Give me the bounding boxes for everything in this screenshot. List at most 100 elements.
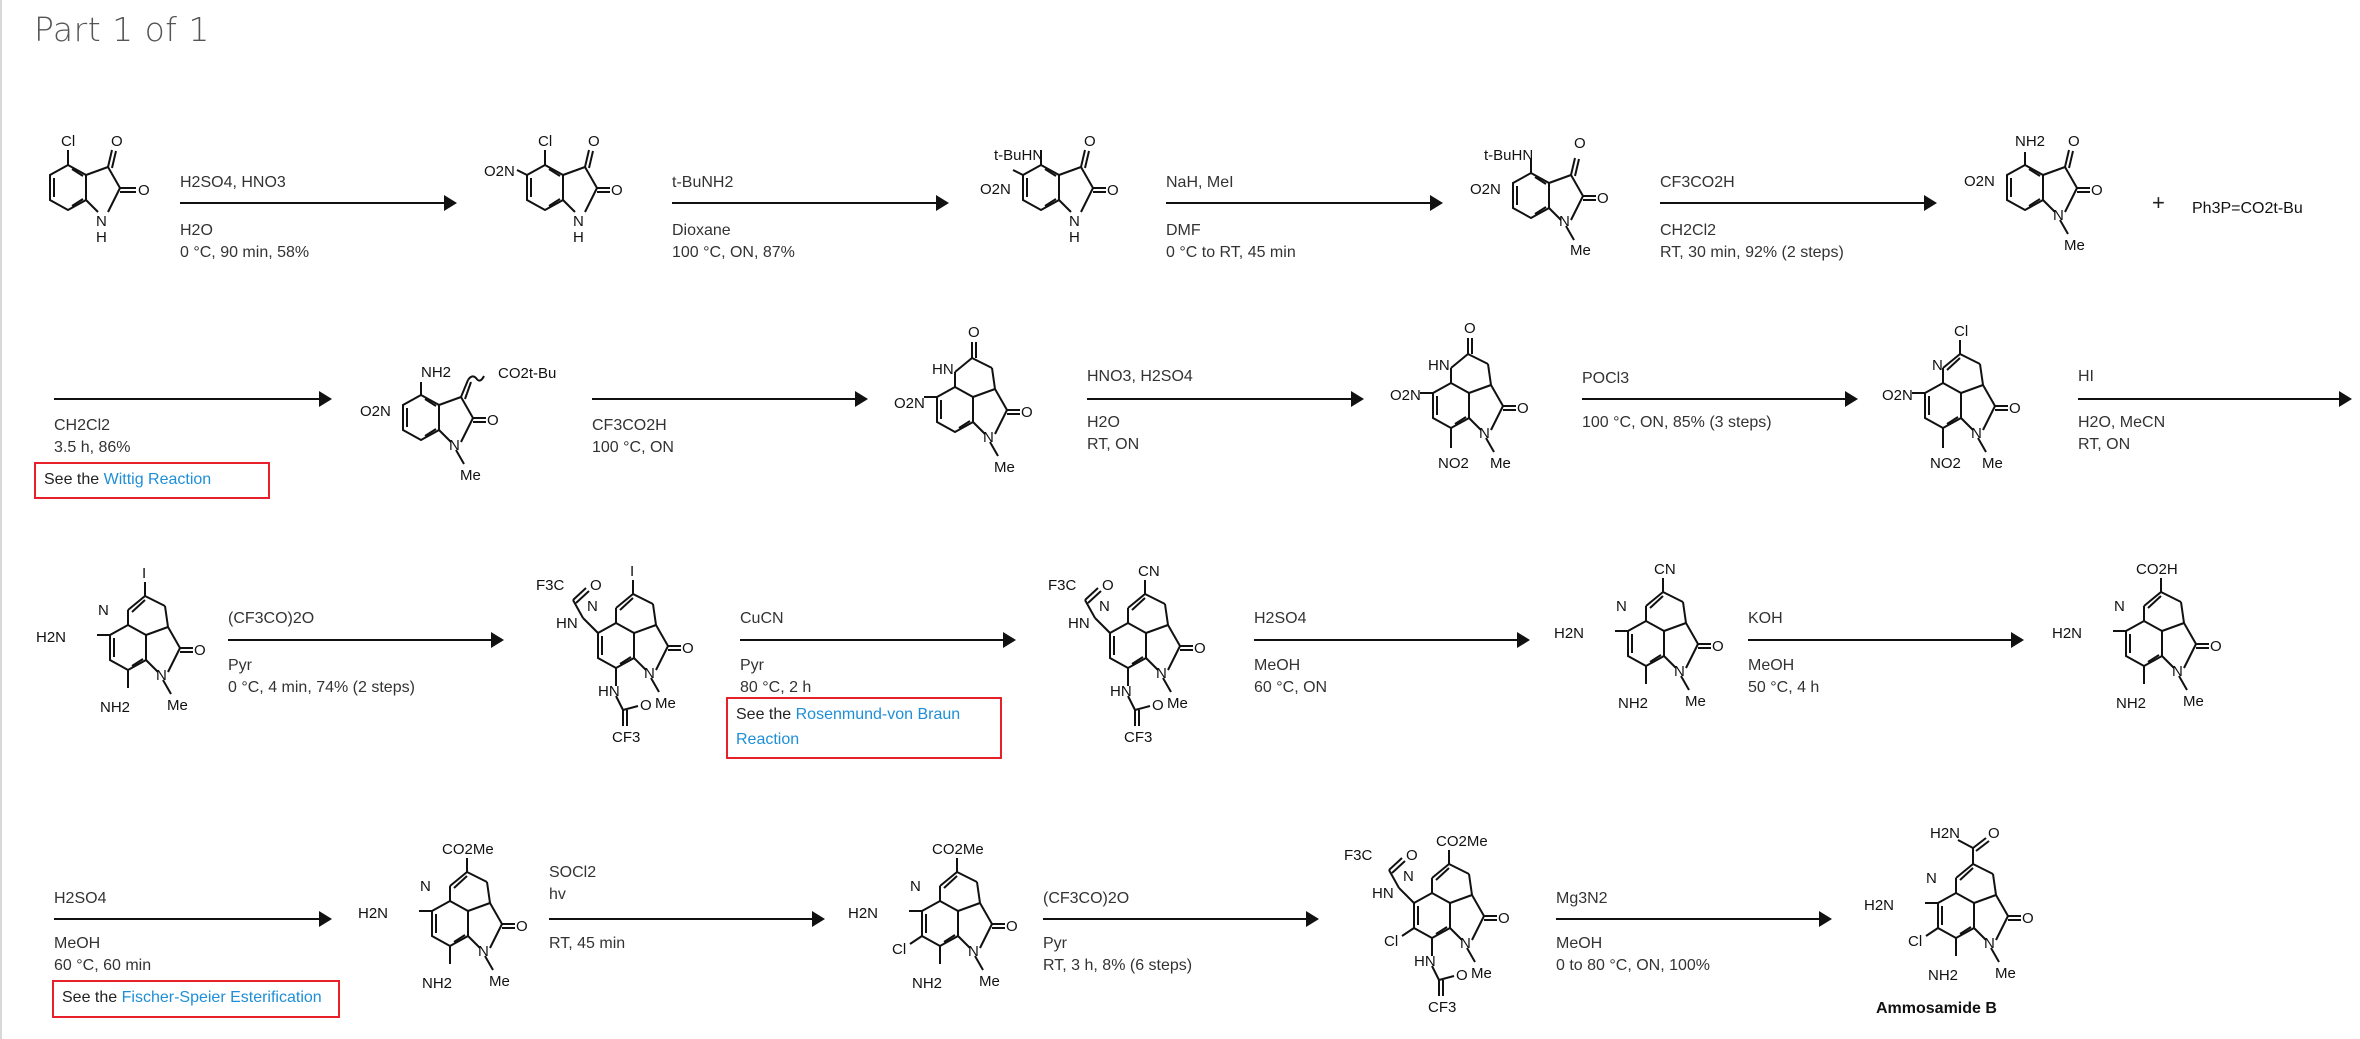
svg-text:HN: HN xyxy=(1372,885,1394,902)
svg-text:H: H xyxy=(1069,229,1080,246)
svg-text:t-BuHN: t-BuHN xyxy=(994,147,1043,164)
compound-15-methyl-ester: CO2Me N O H2N N Me NH2 xyxy=(352,836,552,1011)
svg-text:N: N xyxy=(2114,598,2125,615)
svg-text:O: O xyxy=(1021,404,1033,421)
svg-text:N: N xyxy=(449,437,460,454)
svg-text:H: H xyxy=(96,229,107,246)
svg-text:O: O xyxy=(1406,847,1418,864)
svg-text:H: H xyxy=(573,229,584,246)
svg-text:O: O xyxy=(138,182,150,199)
left-border xyxy=(0,0,2,1039)
compound-5-amino-nitro: NH2 O O O2N N Me xyxy=(1962,110,2122,275)
svg-text:N: N xyxy=(573,213,584,230)
step-7-conditions: HNO3, H2SO4 xyxy=(1087,368,1193,385)
svg-text:HN: HN xyxy=(1414,953,1436,970)
step-8-conditions: POCl3 xyxy=(1582,370,1630,387)
svg-text:N: N xyxy=(1479,425,1490,442)
compound-2-nitro-chloroisatin: Cl O O O2N N H xyxy=(482,110,623,275)
svg-text:HN: HN xyxy=(1110,683,1132,700)
svg-text:N: N xyxy=(983,429,994,446)
svg-text:N: N xyxy=(1932,357,1943,374)
svg-text:I: I xyxy=(630,563,634,580)
svg-text:O2N: O2N xyxy=(894,395,925,412)
svg-text:F3C: F3C xyxy=(1048,577,1077,594)
svg-text:N: N xyxy=(910,878,921,895)
step-10-conditions: (CF3CO)2O xyxy=(228,610,315,627)
wittig-reference-box: See the Wittig Reaction xyxy=(34,462,270,499)
compound-14-carboxylic-acid: CO2H N O H2N N Me NH2 xyxy=(2046,556,2246,731)
svg-text:N: N xyxy=(2053,207,2064,224)
svg-text:O: O xyxy=(1152,697,1164,714)
svg-text:H2N: H2N xyxy=(848,905,878,922)
svg-text:CN: CN xyxy=(1138,563,1160,580)
svg-text:O2N: O2N xyxy=(360,403,391,420)
svg-text:NH2: NH2 xyxy=(2116,695,2146,712)
svg-text:CF3: CF3 xyxy=(1428,999,1456,1016)
svg-text:O: O xyxy=(516,918,528,935)
compound-1-chloroisatin: Cl O O N H xyxy=(28,110,158,275)
wittig-reaction-link[interactable]: Wittig Reaction xyxy=(103,471,212,488)
svg-text:N: N xyxy=(1069,213,1080,230)
step-8-solvent: 100 °C, ON, 85% (3 steps) xyxy=(1582,414,1772,431)
svg-text:HN: HN xyxy=(598,683,620,700)
svg-text:Me: Me xyxy=(1167,695,1188,712)
svg-text:O: O xyxy=(590,577,602,594)
svg-text:NO2: NO2 xyxy=(1930,455,1961,472)
svg-text:O: O xyxy=(2068,133,2080,150)
compound-13-cyano-diamine: CN N O H2N N Me NH2 xyxy=(1548,556,1738,731)
svg-text:NO2: NO2 xyxy=(1438,455,1469,472)
svg-text:O: O xyxy=(1597,190,1609,207)
plus-sign: + xyxy=(2152,190,2165,215)
svg-text:N: N xyxy=(1616,598,1627,615)
svg-text:O: O xyxy=(2091,182,2103,199)
svg-text:Cl: Cl xyxy=(61,133,75,150)
reaction-arrow-13 xyxy=(1748,632,2024,648)
compound-3-tbu-amine: t-BuHN O O O2N N H xyxy=(978,110,1128,275)
svg-text:O: O xyxy=(1084,133,1096,150)
svg-text:O: O xyxy=(611,182,623,199)
svg-text:O: O xyxy=(2022,910,2034,927)
reaction-arrow-7 xyxy=(1087,391,1364,407)
reaction-arrow-16 xyxy=(1043,911,1319,927)
svg-text:O: O xyxy=(1464,320,1476,337)
svg-text:N: N xyxy=(98,602,109,619)
svg-text:NH2: NH2 xyxy=(422,975,452,992)
svg-text:N: N xyxy=(1926,870,1937,887)
reaction-arrow-1 xyxy=(180,195,457,211)
fischer-speier-esterification-link[interactable]: Fischer-Speier Esterification xyxy=(121,989,322,1006)
svg-text:N: N xyxy=(2172,663,2183,680)
svg-text:Me: Me xyxy=(1995,965,2016,982)
svg-text:N: N xyxy=(1674,663,1685,680)
svg-text:Cl: Cl xyxy=(538,133,552,150)
svg-text:I: I xyxy=(142,565,146,582)
svg-text:O2N: O2N xyxy=(980,181,1011,198)
svg-text:O: O xyxy=(487,412,499,429)
svg-text:Cl: Cl xyxy=(892,941,906,958)
svg-text:N: N xyxy=(1156,665,1167,682)
svg-text:O: O xyxy=(111,133,123,150)
step-2-conditions: t-BuNH2 xyxy=(672,174,734,191)
svg-text:O2N: O2N xyxy=(1882,387,1913,404)
reaction-arrow-11 xyxy=(740,632,1016,648)
svg-text:O: O xyxy=(682,640,694,657)
svg-text:HN: HN xyxy=(1068,615,1090,632)
svg-text:CF3: CF3 xyxy=(612,729,640,746)
svg-text:O: O xyxy=(194,642,206,659)
svg-text:N: N xyxy=(1559,213,1570,230)
svg-text:Me: Me xyxy=(655,695,676,712)
svg-text:NH2: NH2 xyxy=(912,975,942,992)
svg-text:H2N: H2N xyxy=(358,905,388,922)
svg-text:O: O xyxy=(2009,400,2021,417)
compound-4-n-methyl: t-BuHN O O O2N N Me xyxy=(1468,118,1628,283)
svg-text:F3C: F3C xyxy=(1344,847,1373,864)
svg-text:N: N xyxy=(1403,868,1414,885)
svg-text:CO2Me: CO2Me xyxy=(932,841,984,858)
step-12-conditions: H2SO4 xyxy=(1254,610,1307,627)
